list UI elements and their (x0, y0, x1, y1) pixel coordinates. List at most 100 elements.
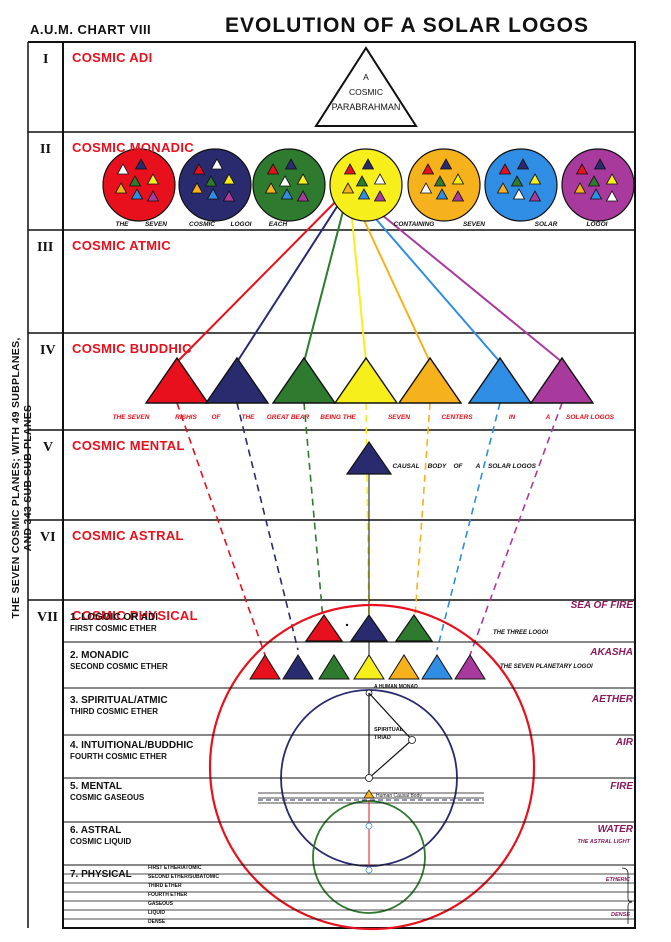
solar-logos-triangle (587, 175, 601, 187)
solar-logos-triangle (605, 173, 619, 185)
subplane-element-name: AETHER (591, 694, 633, 705)
solar-logos-triangle (421, 163, 435, 175)
physical-sub-level: FOURTH ETHER (148, 892, 188, 898)
solar-logos-triangle (451, 173, 465, 185)
solar-logos-triangle (278, 175, 292, 187)
rishi-caption-word: CENTERS (441, 414, 473, 421)
rishi-triangle (144, 356, 210, 404)
plane-numeral: III (37, 240, 54, 255)
plane-numeral: I (43, 52, 49, 67)
solar-logos-triangle (373, 173, 387, 185)
plane-numeral: V (43, 440, 54, 455)
subplane-element-name: AKASHA (590, 647, 633, 658)
solar-logos-triangle (516, 158, 530, 170)
subplane-subtitle: SECOND COSMIC ETHER (70, 662, 168, 671)
solar-logos-triangle (280, 188, 294, 200)
plane-dividers (28, 131, 636, 601)
subplane-element-name: AIR (615, 737, 633, 748)
rishi-triangle (467, 356, 533, 404)
solar-logos-triangle (146, 190, 160, 202)
solar-logos-triangle (433, 175, 447, 187)
solar-logos-triangle (264, 182, 278, 194)
logoi-caption-word: LOGOI (231, 221, 252, 228)
subplane-element-name: FIRE (610, 781, 633, 792)
solar-logos-triangle (512, 188, 526, 200)
solar-logos-triangle (361, 158, 375, 170)
dashed-ray (436, 402, 501, 651)
subplane-subtitle: FIRST COSMIC ETHER (70, 624, 157, 633)
solar-logos-triangle (451, 190, 465, 202)
solar-logos-triangle (373, 190, 387, 202)
rishi-triangle (271, 356, 337, 404)
dashed-ray (303, 402, 325, 632)
three-logoi-triangle (349, 613, 389, 642)
ray-line (236, 187, 350, 363)
solar-logos-triangle (146, 173, 160, 185)
human-monad-label: A HUMAN MONAD (374, 684, 418, 690)
rishi-caption-word: THE (242, 414, 256, 421)
sea-of-fire-circle (208, 603, 536, 931)
body-point (365, 866, 373, 874)
dense-label: DENSE (611, 912, 630, 918)
plane-name: COSMIC MENTAL (72, 438, 185, 453)
seven-planetary-label: THE SEVEN PLANETARY LOGOI (500, 664, 593, 670)
apex-text: COSMIC (349, 87, 383, 97)
solar-logos-triangle (130, 188, 144, 200)
physical-plane-circle (208, 603, 536, 931)
planetary-logos-triangle (388, 654, 420, 680)
rishi-caption-word: SOLAR LOGOS (566, 414, 615, 421)
physical-sub-level: SECOND ETHER/SUBATOMIC (148, 874, 219, 880)
solar-logos-triangle (296, 190, 310, 202)
ray-line (303, 187, 350, 363)
solar-logos-triangle (210, 158, 224, 170)
plane-name: COSMIC MONADIC (72, 140, 194, 155)
solar-logos-triangle (593, 158, 607, 170)
rishi-caption-word: OF (211, 414, 221, 421)
three-logoi-label: THE THREE LOGOI (493, 630, 548, 636)
planetary-logos-triangle (353, 654, 385, 680)
three-logoi-triangle (304, 613, 344, 642)
solar-logos-triangle (204, 175, 218, 187)
dashed-ray (176, 402, 266, 656)
solar-logos-triangle (190, 182, 204, 194)
plane-name: COSMIC PHYSICAL (72, 608, 198, 623)
spiritual-triad (368, 692, 413, 780)
solar-logos-triangle (357, 188, 371, 200)
solar-logos-triangle (528, 190, 542, 202)
rishi-caption-word: RISHIS (175, 414, 197, 421)
triad-vertex (408, 736, 416, 744)
causal-caption-word: BODY (428, 463, 447, 470)
physical-sub-level: LIQUID (148, 910, 165, 916)
rishi-caption-word: BEING THE (320, 414, 356, 421)
solar-logos-triangle (343, 163, 357, 175)
physical-sub-level: THIRD ETHER (148, 883, 182, 889)
logoi-caption-word: SEVEN (463, 221, 485, 228)
human-causal-triangle (363, 789, 375, 799)
logoi-caption-word: CONTAINING (394, 221, 435, 228)
header-chart-number: A.U.M. CHART VIII (30, 22, 152, 37)
cosmic-parabrahman-triangle: A COSMIC PARABRAHMAN (314, 46, 418, 127)
brace-line (621, 867, 633, 924)
plane-numeral: II (40, 142, 51, 157)
logoi-caption-word: SOLAR (535, 221, 558, 228)
solar-logos-triangle (510, 175, 524, 187)
apex-text: A (363, 72, 369, 82)
solar-logos-triangle (498, 163, 512, 175)
causal-body-triangle (345, 440, 393, 475)
solar-logos-triangle (284, 158, 298, 170)
causal-caption-word: SOLAR LOGOS (488, 463, 537, 470)
subplane-subtitle: THIRD COSMIC ETHER (70, 707, 158, 716)
chart-title: EVOLUTION OF A SOLAR LOGOS (225, 14, 589, 37)
apex-text: PARABRAHMAN (332, 102, 401, 112)
solar-logos-triangle (266, 163, 280, 175)
physical-sub-level: GASEOUS (148, 901, 174, 907)
solar-logos-triangle (605, 190, 619, 202)
subplane-subtitle: COSMIC GASEOUS (70, 793, 145, 802)
solar-logos-triangle (528, 173, 542, 185)
solar-logos-triangle (128, 175, 142, 187)
subplane-name: 7. PHYSICAL (70, 869, 132, 880)
